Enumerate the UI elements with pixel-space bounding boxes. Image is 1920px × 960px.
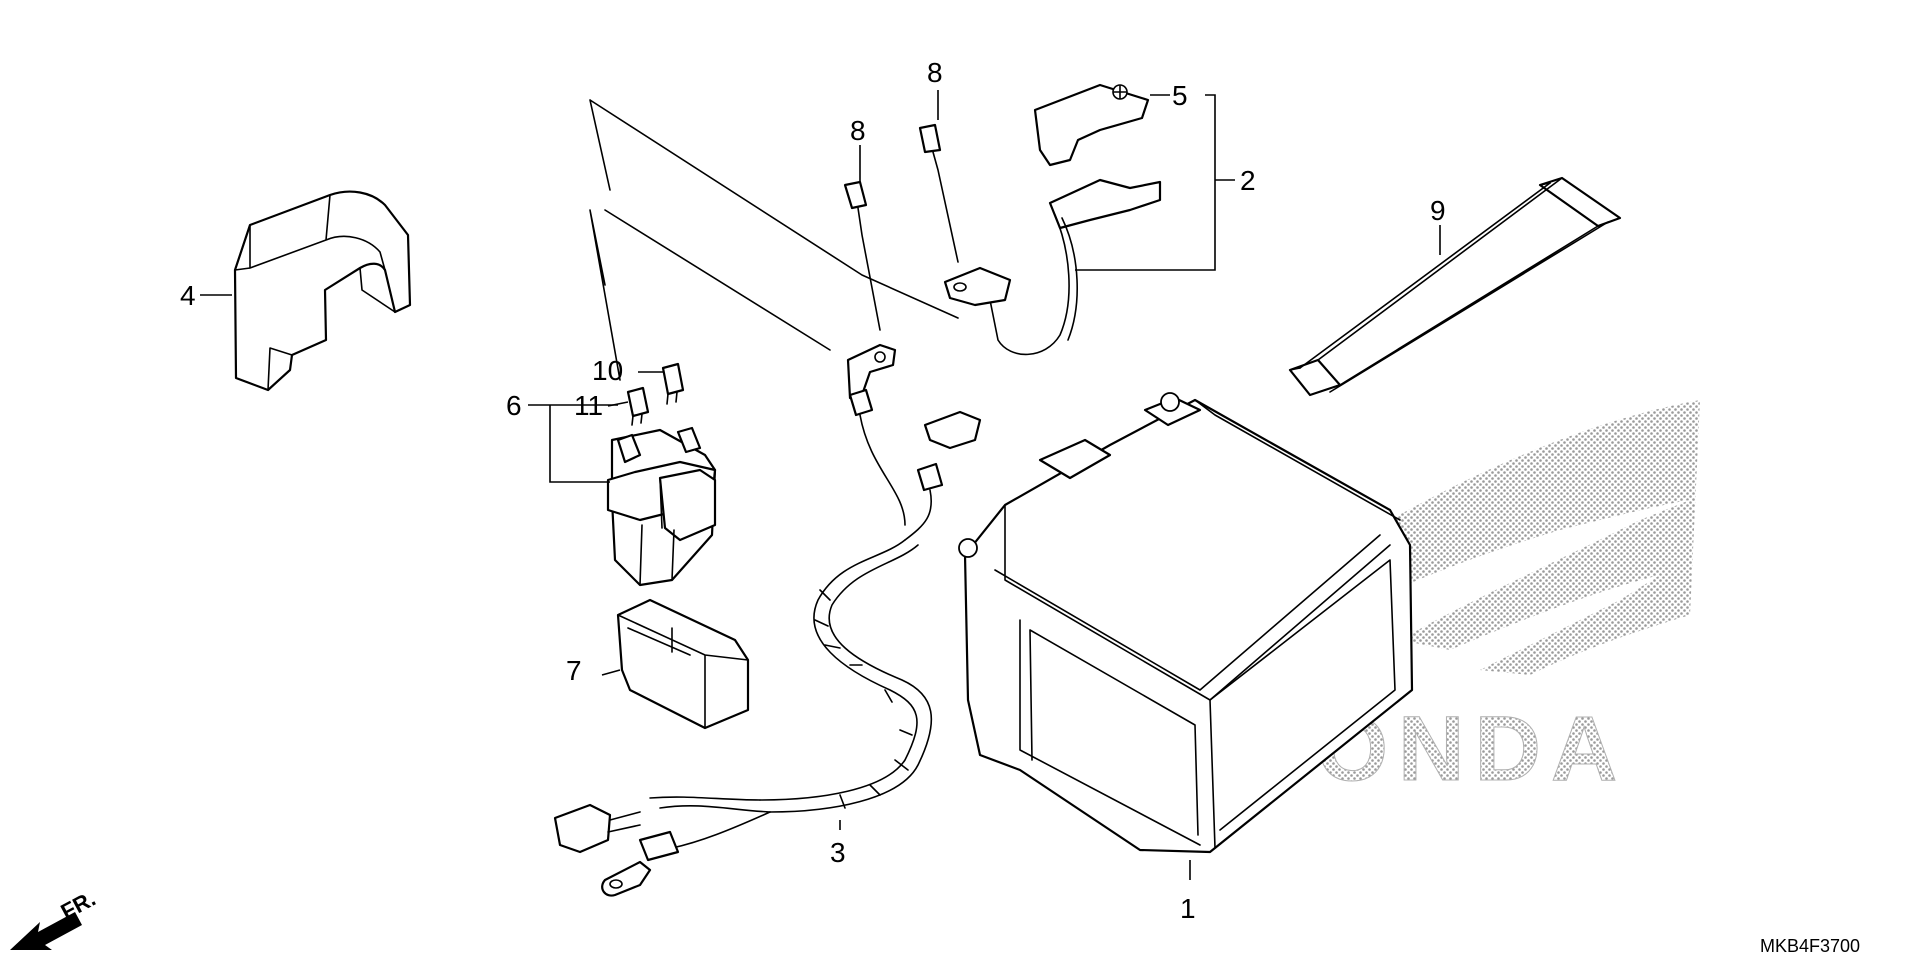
callout-8-left: 8 (850, 115, 866, 146)
fuse-11 (626, 386, 650, 426)
callout-3: 3 (830, 837, 846, 868)
callout-1: 1 (1180, 893, 1196, 924)
honda-wing-logo (1250, 400, 1700, 675)
terminal-bolt-left (843, 180, 881, 331)
diagram-code: MKB4F3700 (1760, 936, 1860, 956)
battery-positive-cable (943, 178, 1162, 356)
terminal-bolt-right (918, 123, 959, 263)
terminal-cover (233, 190, 412, 392)
callout-4: 4 (180, 280, 196, 311)
front-direction-marker: FR. (10, 886, 100, 950)
callout-9: 9 (1430, 195, 1446, 226)
callout-11: 11 (574, 390, 603, 421)
fuse-10 (661, 362, 685, 405)
callout-8-right: 8 (927, 57, 943, 88)
front-arrow-icon (10, 912, 82, 950)
battery-band (1288, 176, 1622, 397)
callout-leaders (200, 90, 1441, 880)
callout-10: 10 (592, 355, 623, 386)
starter-relay-cable (553, 343, 982, 897)
starter-relay (606, 426, 717, 587)
exploded-view-guides (589, 99, 959, 381)
battery (958, 392, 1414, 854)
relay-cover (616, 598, 750, 730)
callout-7: 7 (566, 655, 582, 686)
callout-2: 2 (1240, 165, 1256, 196)
callout-5: 5 (1172, 80, 1188, 111)
positive-terminal-clamp (1033, 83, 1150, 167)
callout-6: 6 (506, 390, 522, 421)
